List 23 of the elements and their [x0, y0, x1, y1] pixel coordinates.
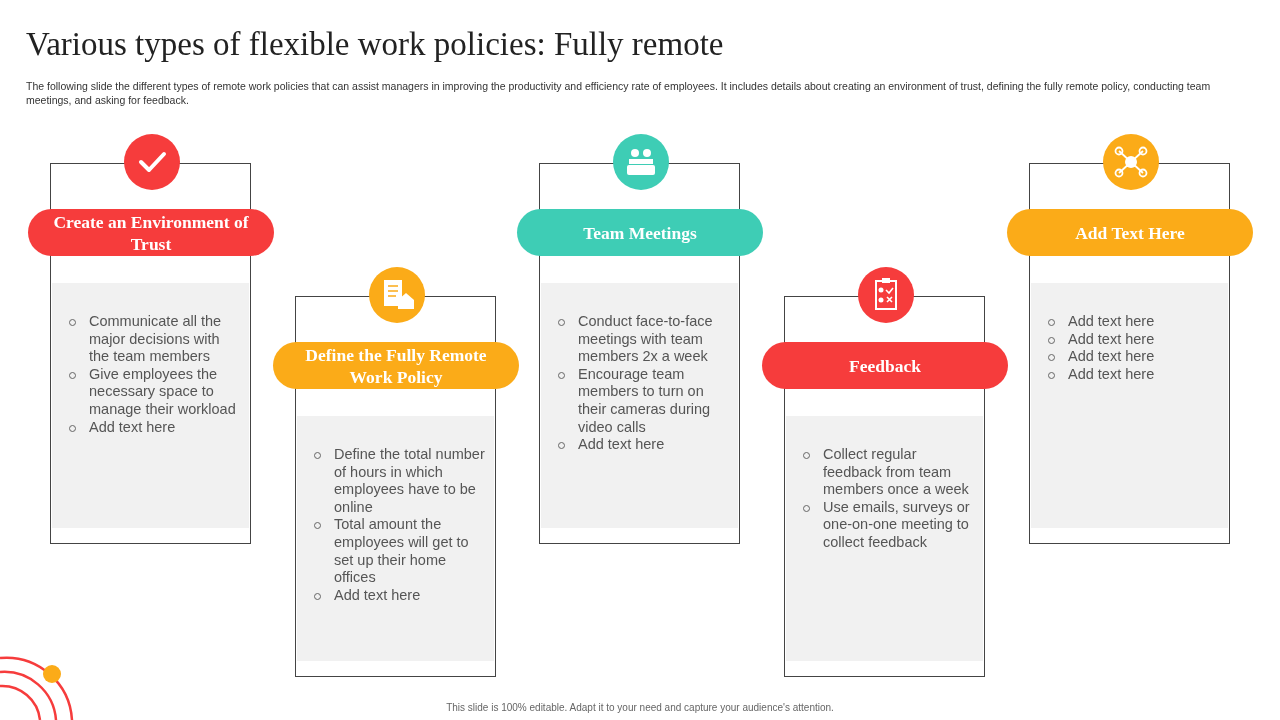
description-text: The following slide the different types of remote work policies that can assist managers in improving the productivity and efficiency rate of employees. It includes details about creating an environment of trust, defining the fully remote policy, conducting team meetings, and asking for feedback. — [26, 80, 1212, 107]
card-heading: Team Meetings — [517, 209, 763, 256]
bullet-item: Add text here — [70, 418, 240, 437]
card-heading: Create an Environment of Trust — [28, 209, 274, 256]
bullet-item: Communicate all the major decisions with the team members — [70, 313, 240, 366]
card-heading: Define the Fully Remote Work Policy — [273, 342, 519, 389]
bullet-item: Use emails, surveys or one-on-one meeting to collect feedback — [804, 498, 974, 552]
bullet-item: Total amount the employees will get to set up their home offices — [315, 516, 485, 587]
bullet-item: Add text here — [315, 586, 485, 605]
footer-note: This slide is 100% editable. Adapt it to your need and capture your audience's attention. — [446, 702, 834, 713]
bullet-item: Define the total number of hours in which employees have to be online — [315, 446, 485, 517]
bullet-item: Add text here — [1049, 365, 1219, 384]
bullet-item: Collect regular feedback from team members once a week — [804, 446, 974, 499]
bullet-item: Give employees the necessary space to manage their workload — [70, 365, 240, 419]
slide-title: Various types of flexible work policies: Fully remote — [26, 26, 724, 63]
card-heading: Add Text Here — [1007, 209, 1253, 256]
bullet-item: Add text here — [559, 436, 729, 454]
bullet-item: Add text here — [1049, 348, 1219, 366]
bullet-item: Add text here — [1049, 313, 1219, 331]
bullet-item: Encourage team members to turn on their cameras during video calls — [559, 365, 729, 437]
bullet-item: Add text here — [1049, 330, 1219, 349]
card-heading: Feedback — [762, 342, 1008, 389]
bullet-item: Conduct face-to-face meetings with team members 2x a week — [559, 313, 729, 366]
